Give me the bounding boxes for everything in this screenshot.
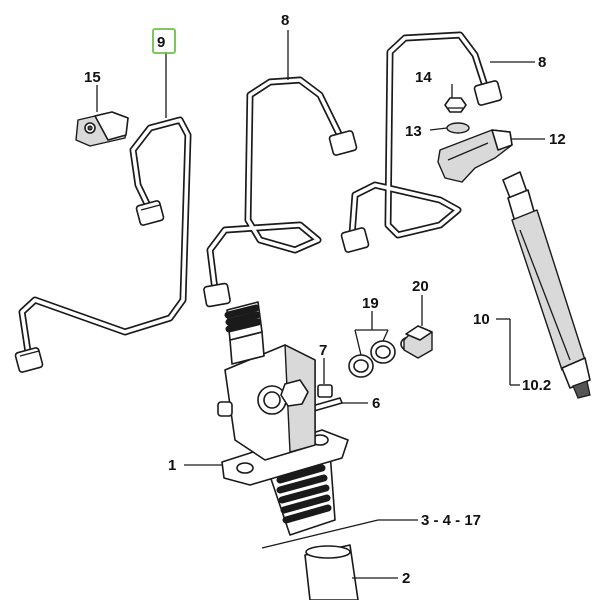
pipe-9-nut-lower [14, 347, 44, 373]
injection-pipe-8-middle[interactable] [203, 76, 358, 308]
callout-6[interactable]: 6 [372, 395, 380, 412]
callout-12[interactable]: 12 [549, 131, 566, 148]
callout-8-right[interactable]: 8 [538, 54, 546, 71]
callout-14[interactable]: 14 [415, 69, 432, 86]
pipe-8-middle-nut-bottom [203, 282, 231, 308]
callout-19[interactable]: 19 [362, 295, 379, 312]
washers-19[interactable] [348, 340, 396, 378]
pipe-8-right-nut-top [473, 80, 503, 106]
pin-6[interactable] [311, 397, 343, 412]
plug-20[interactable] [400, 325, 433, 359]
part-7[interactable] [317, 384, 333, 398]
injection-pipe-8-right[interactable] [340, 31, 503, 253]
callout-20[interactable]: 20 [412, 278, 429, 295]
callout-2[interactable]: 2 [402, 570, 410, 587]
callout-1[interactable]: 1 [168, 457, 176, 474]
injection-pump-1[interactable] [217, 301, 349, 536]
callout-13[interactable]: 13 [405, 123, 422, 140]
callout-labels: 9 8 8 15 14 13 12 20 19 10 7 10.2 6 1 3 … [84, 12, 566, 587]
tappet-2[interactable] [304, 544, 359, 600]
callout-3-4-17[interactable]: 3 - 4 - 17 [421, 512, 481, 529]
injection-pipe-9[interactable] [14, 116, 192, 373]
pipe-9-nut-upper [135, 200, 165, 226]
callout-10[interactable]: 10 [473, 311, 490, 328]
seal-ring-3-4-17[interactable] [261, 519, 379, 549]
highlight-box-9 [152, 28, 176, 54]
injector-clamp-12[interactable] [437, 129, 513, 183]
callout-7[interactable]: 7 [319, 342, 327, 359]
pipe-clamp-15[interactable] [75, 111, 129, 147]
pump-spring [276, 464, 332, 524]
injector-10[interactable] [502, 171, 591, 399]
callout-10-2[interactable]: 10.2 [522, 377, 551, 394]
callout-8-middle[interactable]: 8 [281, 12, 289, 29]
leader-lines [96, 30, 545, 579]
pipe-8-right-nut-bottom [340, 227, 370, 253]
callout-9[interactable]: 9 [157, 34, 165, 51]
sealing-ring-13[interactable] [446, 122, 470, 134]
callout-15[interactable]: 15 [84, 69, 101, 86]
nut-14[interactable] [444, 97, 467, 113]
pipe-8-middle-nut-top [328, 130, 358, 156]
